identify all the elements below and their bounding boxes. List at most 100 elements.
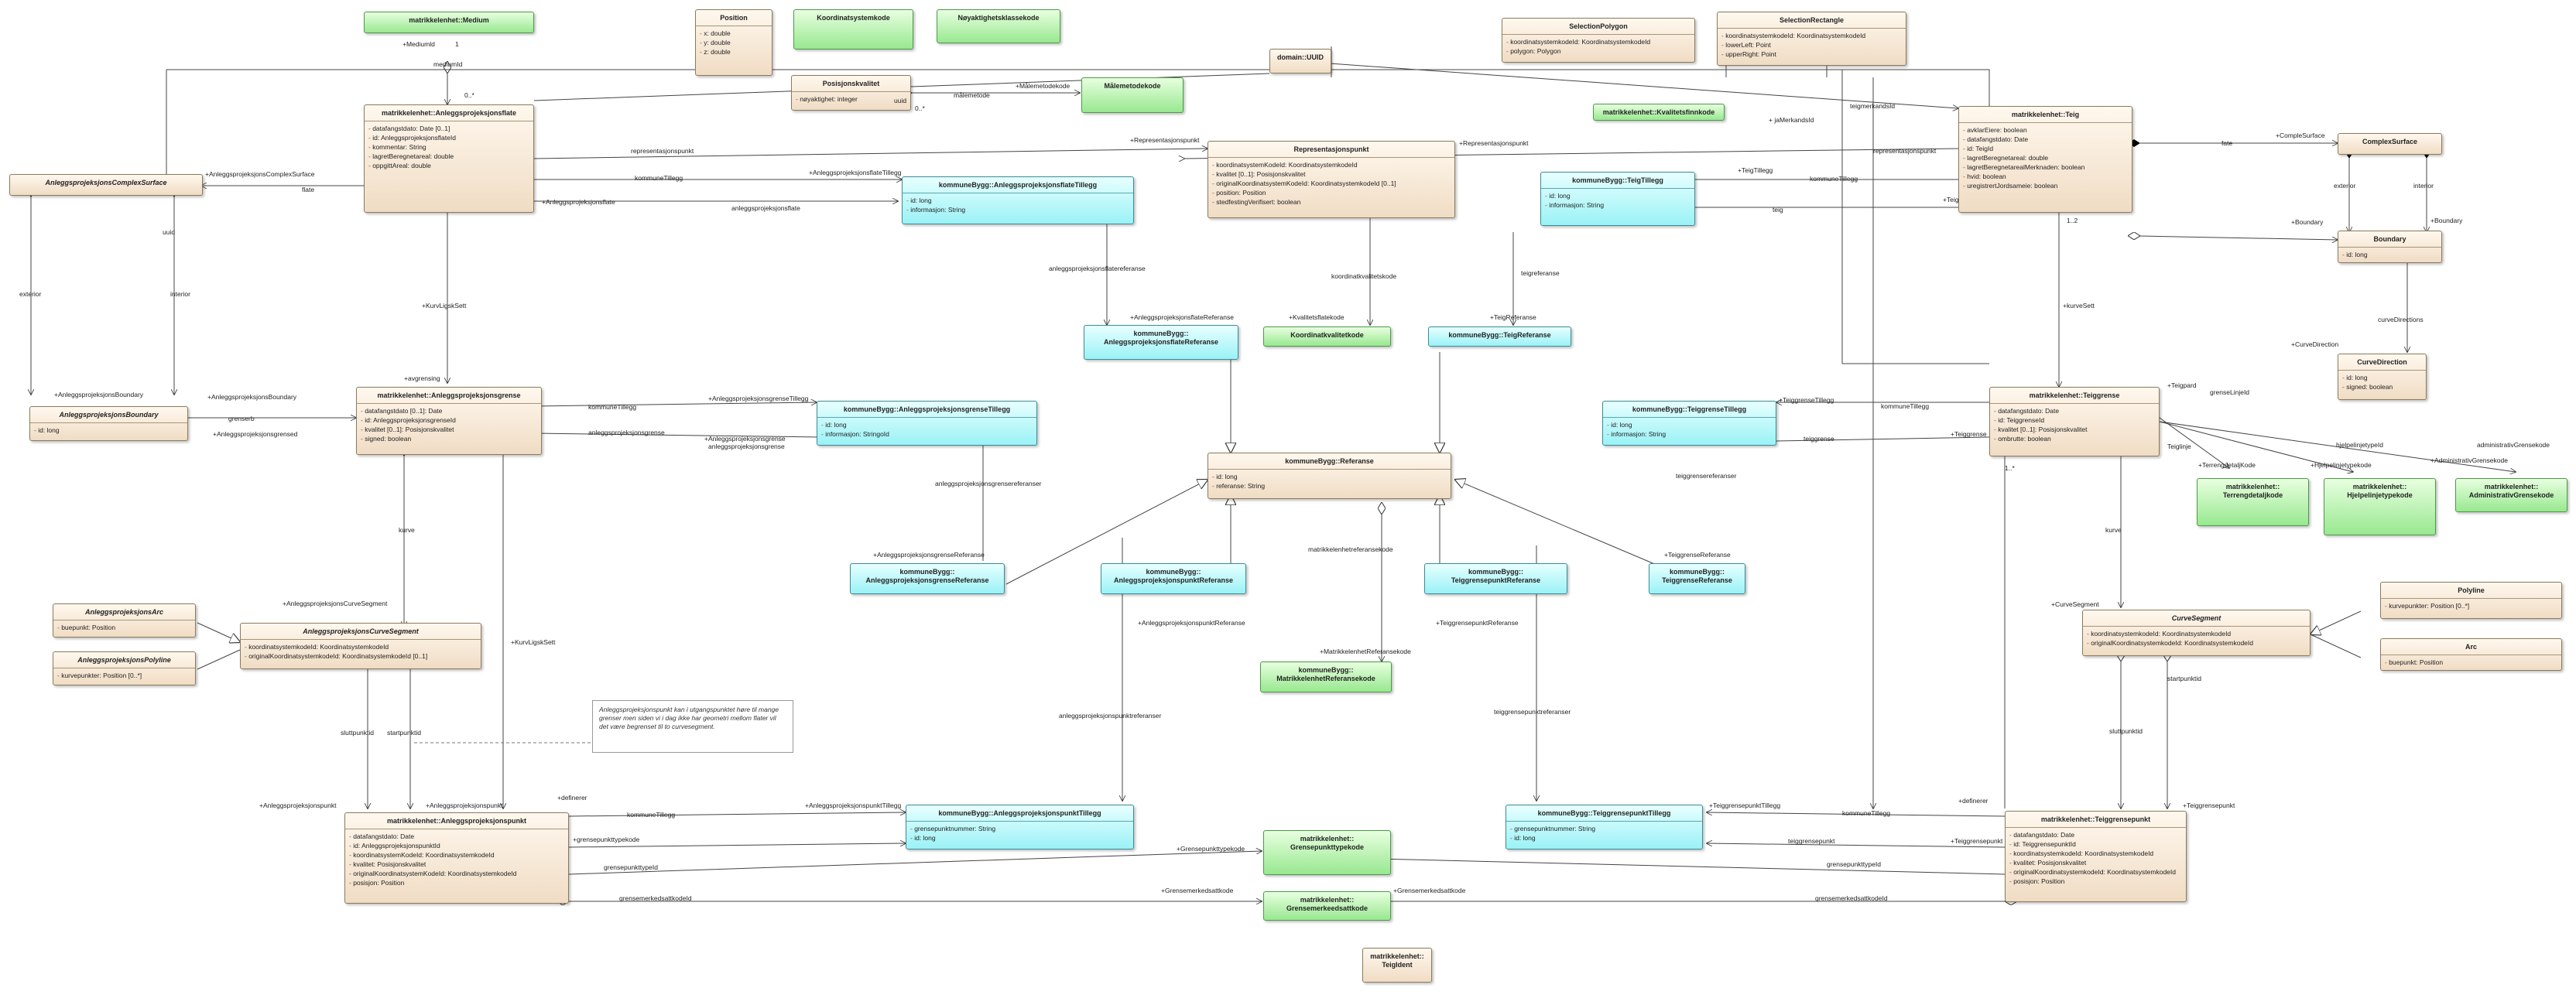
class-attr: originalKoordinatsystemkodeId: Koordinat…: [245, 651, 477, 661]
class-title: kommuneBygg::AnleggsprojeksjonsflateTill…: [938, 181, 1098, 189]
class-anleggsprojeksjonscurvesegment[interactable]: AnleggsprojeksjonsCurveSegmentkoordinats…: [240, 623, 481, 669]
class-grensepunkttypekode[interactable]: matrikkelenhet:: Grensepunkttypekode: [1263, 830, 1391, 875]
class-teigtillegg[interactable]: kommuneBygg::TeigTilleggid: longinformas…: [1540, 172, 1695, 226]
class-complexsurface[interactable]: ComplexSurface: [2338, 133, 2442, 155]
class-teiggrensepunkttillegg[interactable]: kommuneBygg::TeiggrensepunktTillegggrens…: [1506, 805, 1703, 849]
class-administrativgrensekode[interactable]: matrikkelenhet:: AdministrativGrensekode: [2455, 478, 2567, 512]
class-polyline[interactable]: Polylinekurvepunkter: Position [0..*]: [2380, 582, 2562, 619]
assoc-label: anleggsprojeksjonsgrense: [708, 443, 785, 450]
class-title: Representasjonspunkt: [1293, 145, 1369, 153]
class-attr: buepunkt: Position: [57, 623, 191, 632]
class-anleggsprojeksjonscomplexsurface[interactable]: AnleggsprojeksjonsComplexSurface: [9, 174, 203, 196]
assoc-label: +Anleggsprojeksjonspunkt: [426, 802, 503, 809]
class-kvalitetsfinnkode[interactable]: matrikkelenhet::Kvalitetsfinnkode: [1593, 104, 1725, 121]
assoc-label: grensemerkedsattkodeId: [619, 894, 692, 902]
assoc-label: interior: [170, 290, 190, 298]
class-attr: grensepunktnummer: String: [1510, 824, 1698, 833]
class-title: Nøyaktighetsklassekode: [957, 14, 1040, 22]
class-position[interactable]: Positionx: doubley: doublez: double: [695, 9, 772, 76]
class-teiggrensereferanse[interactable]: kommuneBygg:: TeiggrenseReferanse: [1649, 563, 1745, 594]
class-anleggsprojeksjonsflate[interactable]: matrikkelenhet::Anleggsprojeksjonsflated…: [364, 104, 534, 213]
assoc-label: +avgrensing: [404, 374, 440, 382]
class-anleggsprojeksjonsgrense[interactable]: matrikkelenhet::Anleggsprojeksjonsgrense…: [356, 387, 542, 455]
class-teiggrensetillegg[interactable]: kommuneBygg::TeiggrenseTilleggid: longin…: [1602, 401, 1776, 446]
class-title: kommuneBygg::AnleggsprojeksjonspunktTill…: [938, 809, 1101, 817]
assoc-label: +Anleggsprojeksjonspunkt: [259, 802, 337, 809]
class-attr: datafangstdato [0..1]: Date: [361, 406, 537, 415]
class-noyaktighetsklassekode[interactable]: Nøyaktighetsklassekode: [937, 9, 1060, 43]
assoc-label: 0..*: [464, 91, 474, 99]
class-curvedirection[interactable]: CurveDirectionid: longsigned: boolean: [2338, 354, 2427, 400]
class-teiggrensepunkt[interactable]: matrikkelenhet::Teiggrensepunktdatafangs…: [2005, 811, 2187, 902]
class-title: kommuneBygg::TeigTillegg: [1572, 176, 1663, 184]
class-title: matrikkelenhet::Anleggsprojeksjonspunkt: [386, 817, 527, 825]
assoc-label: + jaMerkandsId: [1769, 116, 1814, 124]
class-teiggrensepunktreferanse[interactable]: kommuneBygg:: TeiggrensepunktReferanse: [1424, 563, 1567, 594]
class-koordinatsystemkode[interactable]: Koordinatsystemkode: [793, 9, 913, 50]
assoc-label: +Mediumld: [402, 40, 435, 48]
assoc-label: kommuneTillegg: [1881, 402, 1930, 410]
assoc-label: +AnleggsprojeksjonsCurveSegment: [283, 600, 388, 607]
class-attr: koordinatsystemkodeId: Koordinatsystemko…: [245, 642, 477, 651]
class-curvesegment[interactable]: CurveSegmentkoordinatsystemkodeId: Koord…: [2082, 610, 2311, 656]
class-teigreferanse[interactable]: kommuneBygg::TeigReferanse: [1428, 326, 1571, 347]
class-terrengdetaljkode[interactable]: matrikkelenhet:: Terrengdetaljkode: [2197, 478, 2309, 526]
class-koordinatkvalitetkode[interactable]: Koordinatkvalitetkode: [1263, 326, 1391, 347]
class-anleggsprojeksjonsgrensetillegg[interactable]: kommuneBygg::AnleggsprojeksjonsgrenseTil…: [817, 401, 1037, 446]
assoc-label: +CurveDirection: [2291, 340, 2339, 348]
class-teig[interactable]: matrikkelenhet::TeigavklarEiere: boolean…: [1958, 106, 2132, 213]
assoc-label: +kurveSett: [2063, 302, 2095, 309]
class-anleggsprojeksjonsarc[interactable]: AnleggsprojeksjonsArcbuepunkt: Position: [53, 603, 196, 638]
class-anleggsprojeksjonsflatetillegg[interactable]: kommuneBygg::AnleggsprojeksjonsflateTill…: [902, 176, 1134, 224]
assoc-label: +Grensemerkedsattkode: [1161, 887, 1234, 894]
assoc-label: +TeiggrenseTillegg: [1779, 396, 1834, 404]
class-anleggsprojeksjonspunkttillegg[interactable]: kommuneBygg::AnleggsprojeksjonspunktTill…: [906, 805, 1134, 849]
class-grensemerkeedsattkode[interactable]: matrikkelenhet:: Grensemerkeedsattkode: [1263, 891, 1391, 921]
class-anleggsprojeksjonsflatereferanse[interactable]: kommuneBygg:: AnleggsprojeksjonsflateRef…: [1084, 325, 1238, 360]
class-teiggrense[interactable]: matrikkelenhet::Teiggrensedatafangstdato…: [1989, 387, 2160, 456]
class-title: matrikkelenhet:: Grensepunkttypekode: [1290, 835, 1365, 851]
class-title: SelectionPolygon: [1569, 22, 1628, 30]
class-selectionrectangle[interactable]: SelectionRectanglekoordinatsystemkodeId:…: [1717, 12, 1906, 66]
class-matrikkelenhetreferansekode[interactable]: kommuneBygg:: MatrikkelenhetReferansekod…: [1260, 661, 1392, 692]
class-domain-uuid[interactable]: domain::UUID: [1269, 49, 1331, 73]
class-attr: kvalitet: Posisjonskvalitet: [2009, 858, 2182, 867]
class-representasjonspunkt[interactable]: RepresentasjonspunktkoordinatsystemKodeI…: [1208, 141, 1455, 218]
class-teigident[interactable]: matrikkelenhet:: TeigIdent: [1362, 948, 1432, 983]
class-arc[interactable]: Arcbuepunkt: Position: [2380, 638, 2562, 671]
class-boundary[interactable]: Boundaryid: long: [2338, 231, 2442, 263]
assoc-label: teig: [1773, 206, 1783, 214]
class-hjelpelinjetypekode[interactable]: matrikkelenhet:: Hjelpelinjetypekode: [2324, 478, 2436, 535]
class-anleggsprojeksjonsgrensereferanse[interactable]: kommuneBygg:: AnleggsprojeksjonsgrenseRe…: [850, 563, 1005, 594]
class-anleggsprojeksjonspolyline[interactable]: AnleggsprojeksjonsPolylinekurvepunkter: …: [53, 651, 196, 685]
class-anleggsprojeksjonsboundary[interactable]: AnleggsprojeksjonsBoundaryid: long: [29, 406, 188, 441]
class-title: Polyline: [2458, 586, 2485, 594]
class-attr: ombrutte: boolean: [1994, 434, 2155, 443]
class-attr: grensepunktnummer: String: [910, 824, 1129, 833]
assoc-label: +AnleggsprojeksjonsgrenseTillegg: [708, 395, 809, 402]
assoc-label: grenseLinjeId: [2210, 388, 2250, 396]
class-posisjonskvalitet[interactable]: Posisjonskvalitetnøyaktighet: integer: [791, 75, 911, 111]
class-title: Posisjonskvalitet: [822, 80, 880, 87]
class-attr: kvalitet: Posisjonskvalitet: [349, 860, 564, 869]
class-attr: datafangstdato: Date: [349, 832, 564, 841]
class-attr: datafangstdato: Date: [2009, 830, 2182, 839]
assoc-label: +CurveSegment: [2051, 600, 2099, 608]
class-matrikkelenhet-medium[interactable]: matrikkelenhet::Medium: [364, 12, 534, 33]
assoc-label: +AnleggsprojeksjonspunktTillegg: [805, 802, 902, 809]
class-malemetodekode[interactable]: Målemetodekode: [1081, 77, 1184, 113]
assoc-label: sluttpunktid: [2109, 727, 2143, 735]
assoc-label: anleggsprojeksjonsgrensereferanser: [935, 480, 1042, 487]
class-attr: id: long: [821, 420, 1033, 429]
class-referanse[interactable]: kommuneBygg::Referanseid: longreferanse:…: [1208, 453, 1451, 499]
class-attr: posisjon: Position: [2009, 877, 2182, 886]
assoc-label: +Anleggsprojeksjonsgrensed: [213, 430, 298, 438]
class-title: Koordinatkvalitetkode: [1290, 331, 1364, 339]
class-attr: id: long: [1510, 833, 1698, 843]
class-title: matrikkelenhet:: TeigIdent: [1370, 952, 1424, 969]
class-selectionpolygon[interactable]: SelectionPolygonkoordinatsystemkodeId: K…: [1502, 18, 1695, 63]
assoc-label: anleggsprojeksjonsflate: [731, 204, 800, 212]
class-anleggsprojeksjonspunktreferanse[interactable]: kommuneBygg:: AnleggsprojeksjonspunktRef…: [1101, 563, 1246, 594]
class-anleggsprojeksjonspunkt[interactable]: matrikkelenhet::Anleggsprojeksjonspunktd…: [344, 812, 569, 904]
